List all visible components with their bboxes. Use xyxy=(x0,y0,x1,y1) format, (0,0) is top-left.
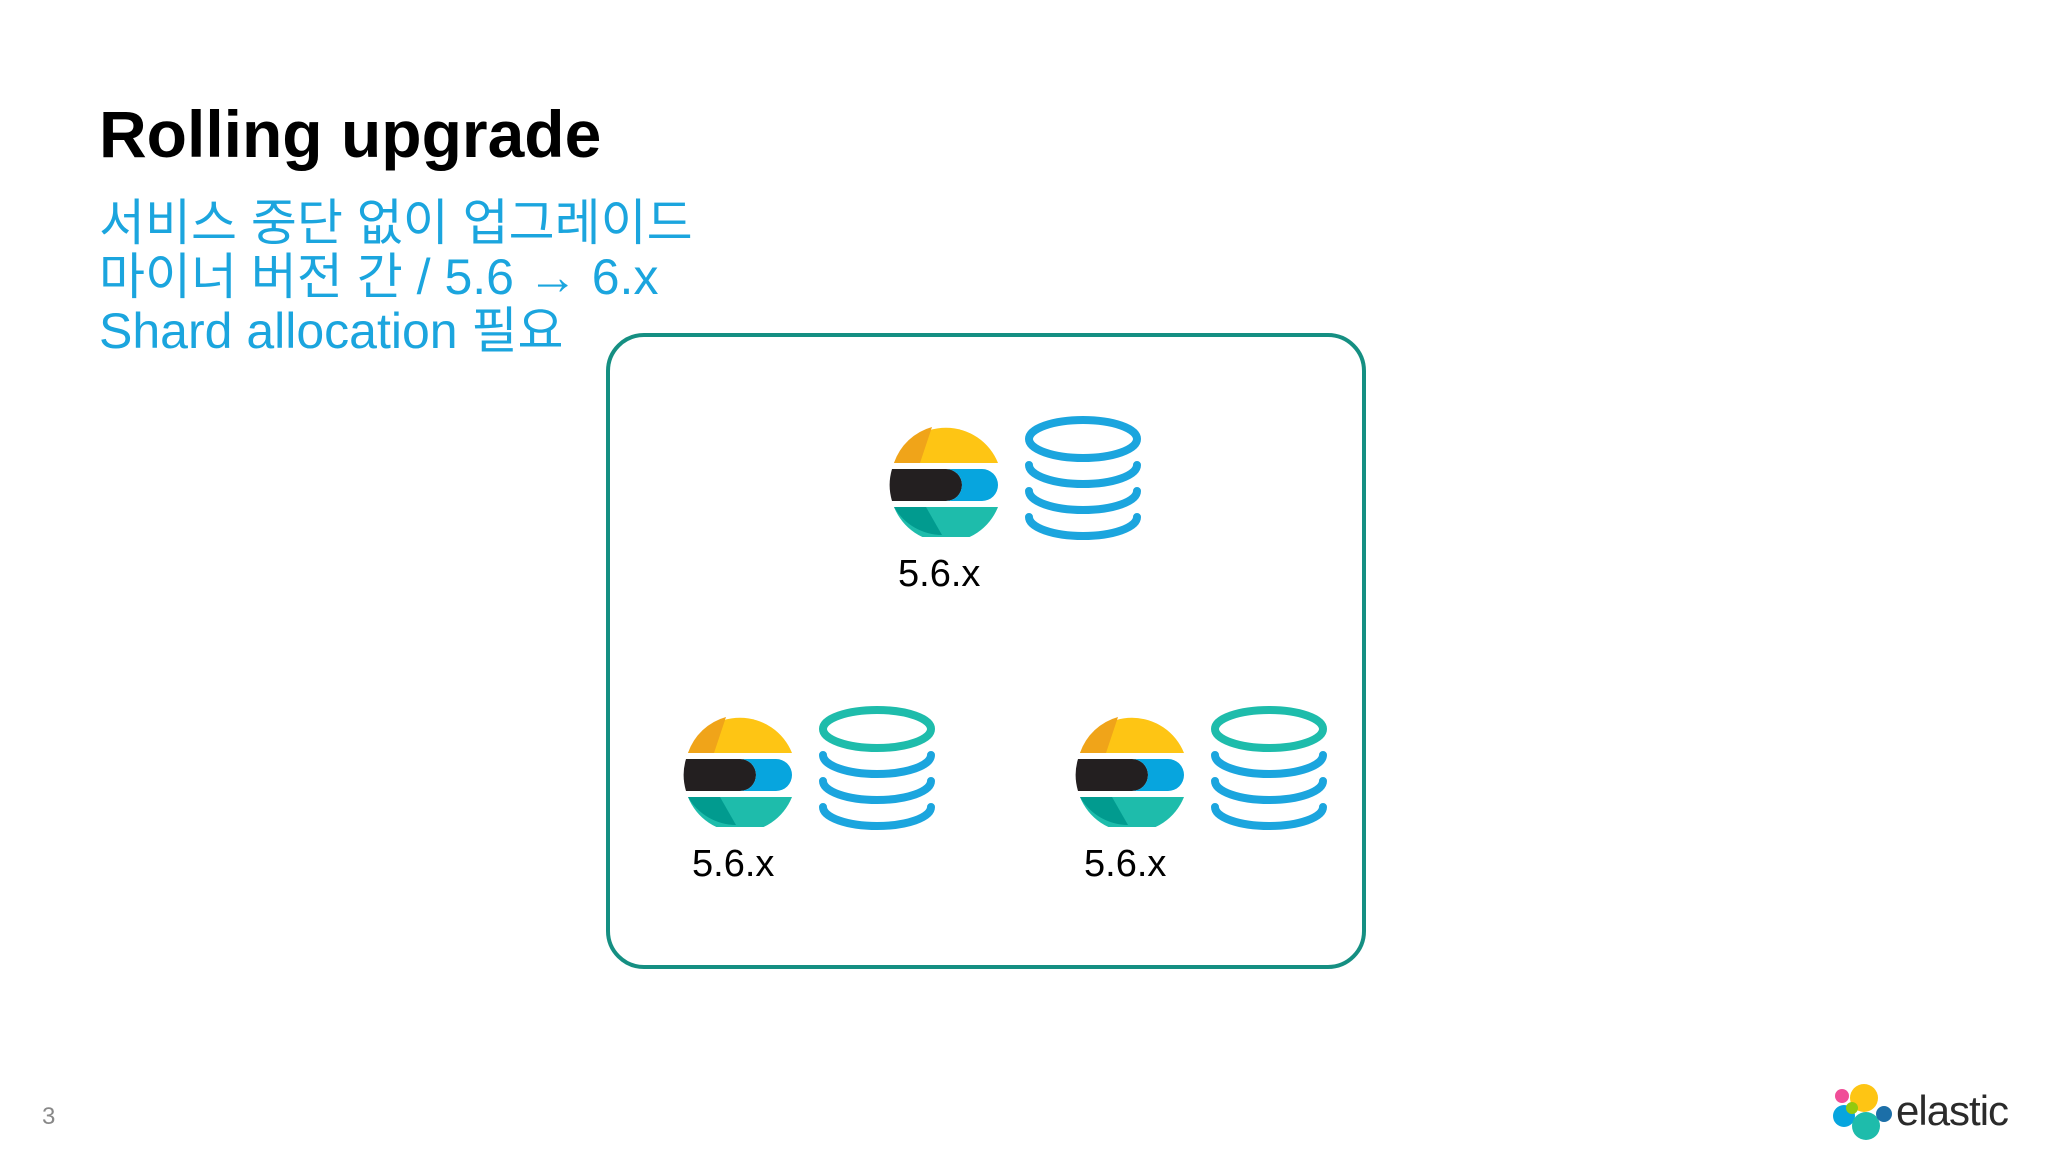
elasticsearch-logo-icon xyxy=(683,717,792,827)
bullet-item: 마이너 버전 간 / 5.6 → 6.x xyxy=(99,249,659,305)
brand-logo: elastic xyxy=(1830,1082,2020,1144)
elasticsearch-logo-icon xyxy=(889,427,998,537)
node-version-label: 5.6.x xyxy=(692,843,775,885)
cluster-box: 5.6.x 5.6.x xyxy=(606,333,1366,969)
node-top: 5.6.x xyxy=(886,416,1156,617)
database-icon xyxy=(1025,416,1141,540)
slide-title: Rolling upgrade xyxy=(99,97,602,171)
bullet-list: 서비스 중단 없이 업그레이드 마이너 버전 간 / 5.6 → 6.x Sha… xyxy=(99,196,693,358)
node-bottom-left: 5.6.x xyxy=(680,706,950,907)
node-version-label: 5.6.x xyxy=(898,553,981,595)
page-number: 3 xyxy=(42,1103,56,1130)
node-bottom-right: 5.6.x xyxy=(1072,706,1342,907)
brand-name: elastic xyxy=(1896,1087,2009,1134)
database-icon xyxy=(1211,706,1327,830)
bullet-item: Shard allocation 필요 xyxy=(99,303,564,359)
node-version-label: 5.6.x xyxy=(1084,843,1167,885)
database-icon xyxy=(819,706,935,830)
elasticsearch-logo-icon xyxy=(1075,717,1184,827)
bullet-item: 서비스 중단 없이 업그레이드 xyxy=(99,195,693,251)
elastic-logo-icon xyxy=(1833,1084,1892,1140)
